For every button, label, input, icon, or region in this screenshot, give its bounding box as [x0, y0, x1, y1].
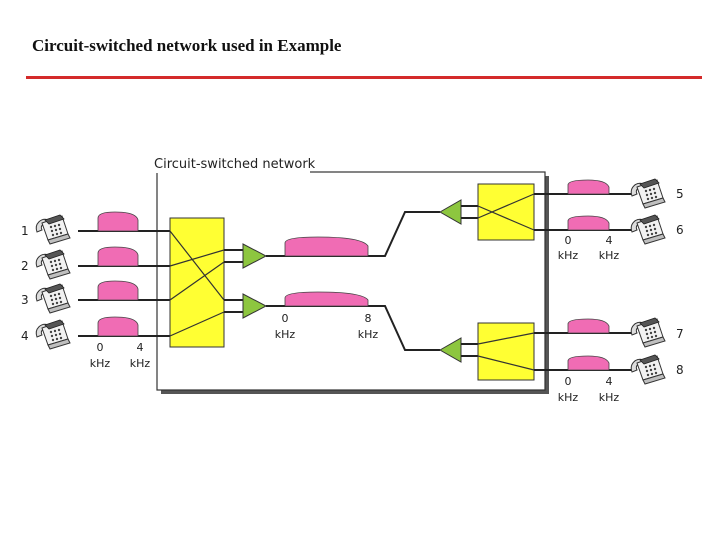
telephone-icon — [630, 178, 666, 209]
spectrum-humps — [97, 179, 610, 371]
trunk-band-end: 8 — [365, 312, 372, 325]
upper-right-switch-connections — [477, 193, 535, 231]
lower-multiplexer — [242, 293, 268, 319]
top-right-band-start: 0 — [565, 234, 572, 247]
bottom-right-band-end: 4 — [606, 375, 613, 388]
lower-right-switch — [477, 322, 535, 381]
left-switch-connections — [169, 230, 225, 337]
phone-number-8: 8 — [676, 363, 684, 377]
left-band-start: 0 — [97, 341, 104, 354]
trunk-band-end-unit: kHz — [358, 328, 379, 341]
bottom-right-band-end-unit: kHz — [599, 391, 620, 404]
phone-number-7: 7 — [676, 327, 684, 341]
upper-multiplexer — [242, 243, 268, 269]
left-band-end-unit: kHz — [130, 357, 151, 370]
lower-demultiplexer — [438, 337, 462, 363]
upper-right-switch — [477, 183, 535, 241]
top-right-band-end: 4 — [606, 234, 613, 247]
telephone-icon — [35, 319, 71, 350]
telephone-icon — [35, 283, 71, 314]
demux-output-lines — [461, 205, 478, 357]
mux-input-lines — [224, 249, 243, 313]
trunk-band-start: 0 — [282, 312, 289, 325]
slide-title: Circuit-switched network used in Example — [32, 36, 342, 55]
lower-right-switch-connections — [477, 332, 535, 371]
phone-number-5: 5 — [676, 187, 684, 201]
left-switch — [169, 217, 225, 348]
phone-number-6: 6 — [676, 223, 684, 237]
phone-number-2: 2 — [21, 259, 29, 273]
top-right-band-start-unit: kHz — [558, 249, 579, 262]
phone-number-4: 4 — [21, 329, 29, 343]
trunk-band-start-unit: kHz — [275, 328, 296, 341]
network-label-background — [150, 153, 310, 173]
telephone-icon — [630, 214, 666, 245]
telephone-icon — [35, 249, 71, 280]
telephone-icon — [630, 354, 666, 385]
upper-demultiplexer — [438, 199, 462, 225]
phone-number-1: 1 — [21, 224, 29, 238]
bottom-right-band-start: 0 — [565, 375, 572, 388]
telephone-icon — [630, 317, 666, 348]
telephone-icon — [35, 214, 71, 245]
network-label: Circuit-switched network — [154, 157, 316, 172]
title-divider — [26, 76, 702, 79]
left-band-end: 4 — [137, 341, 144, 354]
phone-number-3: 3 — [21, 293, 29, 307]
left-band-start-unit: kHz — [90, 357, 111, 370]
top-right-band-end-unit: kHz — [599, 249, 620, 262]
bottom-right-band-start-unit: kHz — [558, 391, 579, 404]
